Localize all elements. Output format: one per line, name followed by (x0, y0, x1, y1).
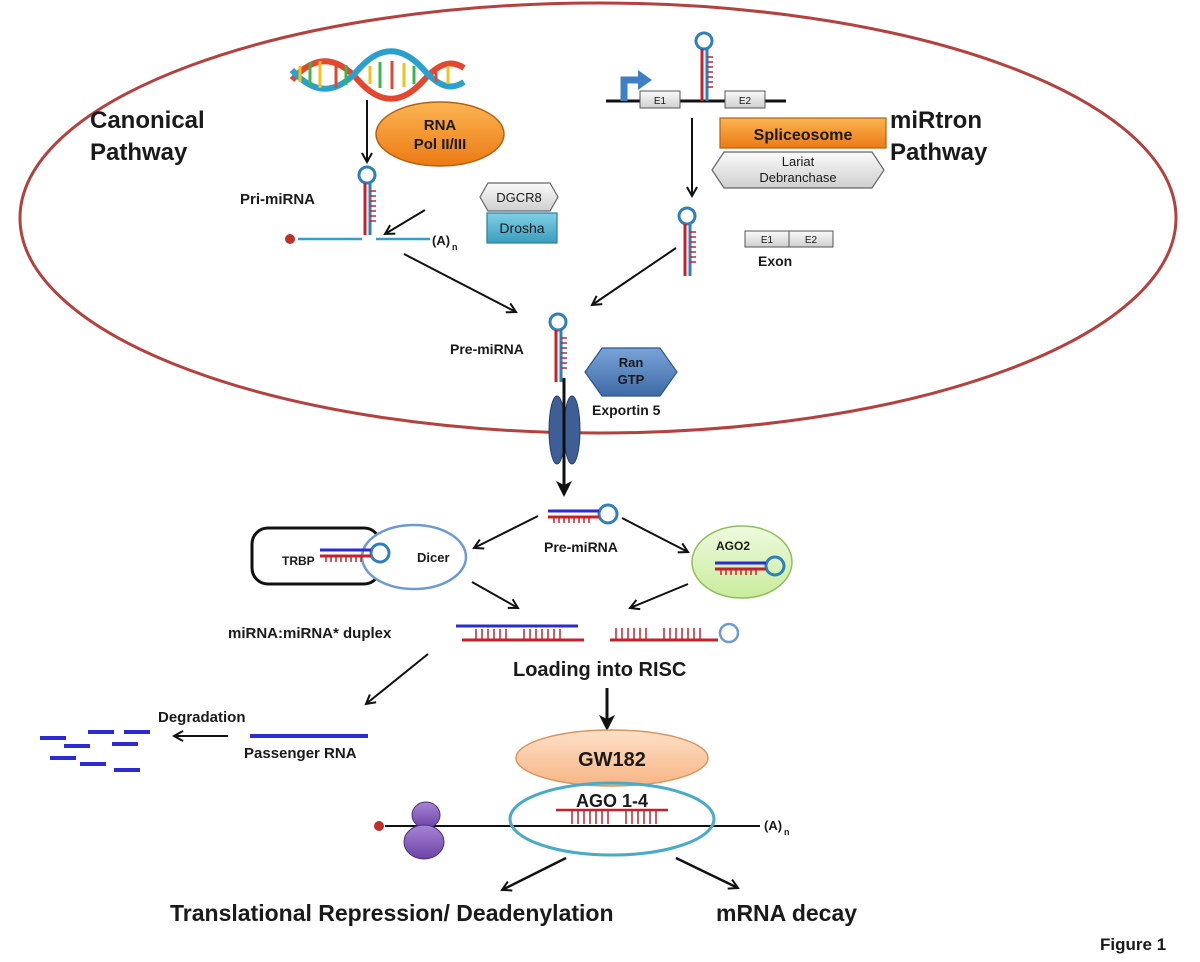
target-mrna (374, 821, 760, 831)
ago2-cleaved-hairpin (610, 622, 740, 644)
duplex-label: miRNA:miRNA* duplex (228, 625, 392, 642)
svg-text:Spliceosome: Spliceosome (754, 127, 853, 144)
mirtron-hairpin (677, 206, 698, 278)
exon-label: Exon (758, 253, 792, 269)
arrow-pri-to-pre (403, 253, 516, 312)
svg-text:Lariat: Lariat (782, 154, 815, 169)
svg-text:Pathway: Pathway (890, 139, 988, 166)
svg-text:AGO 1-4: AGO 1-4 (576, 791, 648, 811)
degradation-label: Degradation (158, 709, 246, 726)
canonical-pathway-title: Canonical Pathway (90, 107, 205, 166)
svg-text:Ran: Ran (619, 355, 644, 370)
svg-text:GTP: GTP (618, 372, 645, 387)
spliceosome-protein: Spliceosome (719, 117, 887, 149)
svg-text:(A): (A) (764, 818, 782, 833)
arrow-drosha-cleavage (385, 209, 426, 234)
svg-text:AGO2: AGO2 (716, 539, 750, 553)
svg-text:TRBP: TRBP (282, 554, 315, 568)
ago14-protein: AGO 1-4 (508, 781, 716, 857)
arrow-to-repression (502, 856, 567, 890)
svg-text:miRtron: miRtron (890, 107, 982, 134)
loading-risc-label: Loading into RISC (513, 659, 686, 681)
pri-mirna-label: Pri-miRNA (240, 191, 315, 208)
svg-text:Pathway: Pathway (90, 139, 188, 166)
svg-text:Debranchase: Debranchase (759, 170, 836, 185)
arrow-mirtron-to-pre (592, 247, 677, 305)
svg-text:DGCR8: DGCR8 (496, 190, 542, 205)
passenger-rna-label: Passenger RNA (244, 745, 357, 762)
svg-text:E1: E1 (761, 235, 774, 246)
svg-text:n: n (452, 242, 458, 252)
trbp-protein: TRBP (250, 526, 382, 586)
polya-tail-mrna: (A) n (764, 818, 790, 837)
svg-text:n: n (784, 827, 790, 837)
arrow-ago2-to-duplex (630, 583, 689, 608)
nuclear-pore (548, 395, 581, 465)
arrow-to-passenger (366, 653, 429, 704)
rna-pol-enzyme: RNA Pol II/III (375, 101, 505, 167)
mirtron-gene: E1 E2 (606, 31, 786, 109)
polya-tail-pri: (A) n (432, 233, 458, 252)
dicer-protein: Dicer (360, 523, 468, 591)
nucleus-membrane (18, 1, 1178, 435)
promoter-arrow-icon (638, 70, 652, 90)
svg-text:(A): (A) (432, 233, 450, 248)
pre-mirna-cyto-label: Pre-miRNA (544, 539, 618, 555)
gw182-protein: GW182 (515, 729, 709, 787)
arrow-dicer-to-duplex (471, 581, 518, 608)
dgcr8-protein: DGCR8 (479, 182, 559, 212)
dna-helix-icon (289, 48, 466, 102)
arrow-to-dicer (474, 515, 539, 548)
mrna-decay-label: mRNA decay (716, 900, 857, 926)
svg-text:E2: E2 (805, 235, 818, 246)
ribosome-icon (403, 801, 445, 860)
translational-repression-label: Translational Repression/ Deadenylation (170, 900, 614, 926)
pre-mirna-cytoplasmic (546, 503, 619, 525)
lariat-debranchase-protein: Lariat Debranchase (711, 151, 885, 189)
svg-text:GW182: GW182 (578, 749, 646, 771)
drosha-protein: Drosha (486, 212, 558, 244)
arrow-to-decay (675, 856, 738, 888)
figure-number-label: Figure 1 (1100, 935, 1166, 954)
svg-text:Canonical: Canonical (90, 107, 205, 134)
mature-mirna-bound (556, 808, 668, 824)
mirtron-pathway-title: miRtron Pathway (890, 107, 988, 166)
svg-text:Drosha: Drosha (499, 220, 544, 236)
svg-text:E2: E2 (739, 96, 752, 107)
mirna-duplex (456, 624, 584, 642)
ran-gtp-protein: Ran GTP (584, 347, 678, 397)
exportin5-label: Exportin 5 (592, 402, 661, 418)
pri-mirna-transcript (285, 165, 430, 244)
arrow-to-ago2 (621, 517, 688, 552)
pre-mirna-nuclear (548, 312, 569, 384)
degraded-fragments (40, 730, 150, 772)
svg-text:E1: E1 (654, 96, 667, 107)
svg-text:Dicer: Dicer (417, 550, 450, 565)
svg-text:RNA: RNA (424, 117, 457, 134)
spliced-exon: E1 E2 (744, 230, 834, 248)
pre-mirna-nuclear-label: Pre-miRNA (450, 341, 524, 357)
svg-text:Pol II/III: Pol II/III (414, 136, 467, 153)
